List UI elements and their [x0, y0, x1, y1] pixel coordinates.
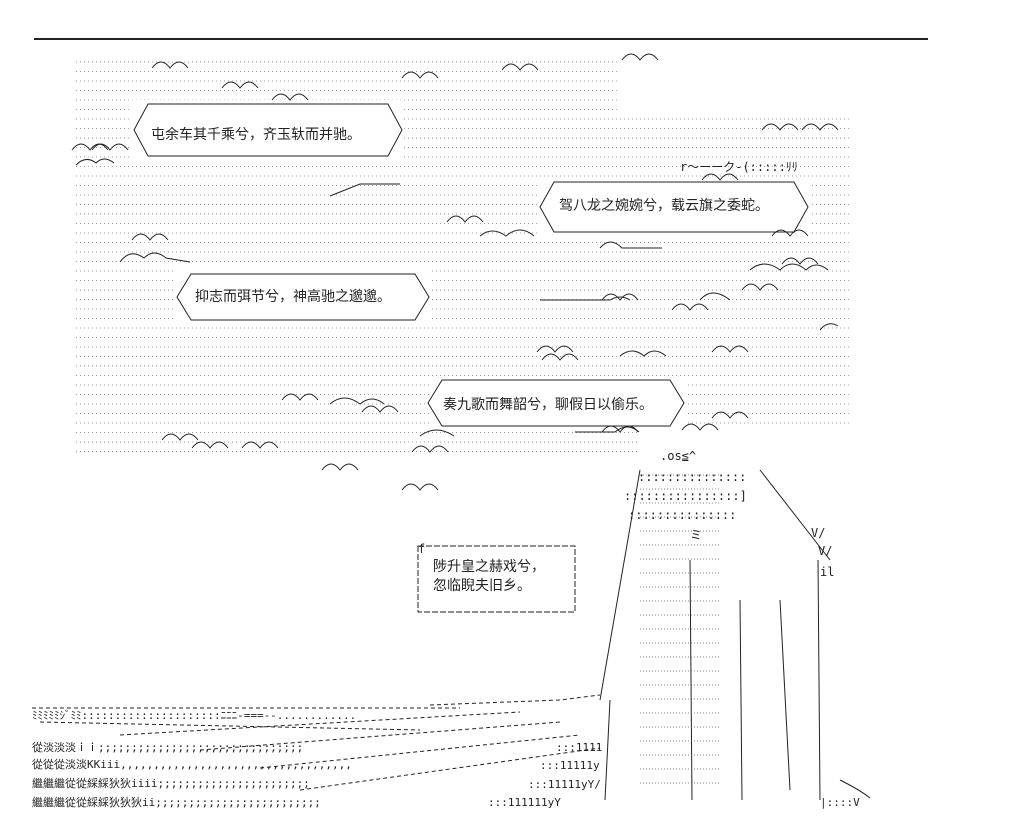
ground-row-4: 繼繼繼從從綵綵狄狄iiii;;;;;;;;;;;;;;;;;;;;;;;	[32, 777, 310, 790]
sky-fragment-3: f	[418, 542, 426, 556]
cloud-scallop	[761, 123, 799, 131]
top-rule	[34, 38, 928, 40]
speech-bubble	[417, 545, 576, 613]
cloud-scallop	[711, 411, 749, 419]
ground-stroke	[299, 747, 601, 791]
cloud-scallop	[801, 123, 839, 131]
caption-line-2: 驾八龙之婉婉兮，载云旗之委蛇。	[559, 198, 769, 214]
ground-row-8: :::11111yY/	[528, 778, 601, 791]
figure-robe-line	[599, 469, 641, 701]
caption-line-4: 奏九歌而舞韶兮，聊假日以偷乐。	[443, 397, 653, 413]
figure-glyph-5: V/	[811, 526, 826, 540]
ground-tail: |::::V	[820, 796, 860, 809]
cloud-scallop	[91, 143, 129, 151]
cloud-outline	[75, 158, 115, 166]
cloud-scallop	[411, 445, 449, 453]
cloud-scallop	[131, 233, 169, 241]
caption-line-1: 屯余车其千乘兮，齐玉轪而并驰。	[151, 127, 361, 143]
cloud-scallop	[161, 433, 199, 441]
figure-glyph-4: :::::::::::::::	[628, 508, 737, 522]
figure-robe-line	[779, 599, 791, 791]
cloud-scallop	[711, 345, 749, 353]
cloud-scallop	[151, 61, 189, 69]
cloud-scallop	[401, 71, 439, 79]
cloud-scallop	[446, 215, 484, 223]
figure-glyph-6: V/	[818, 544, 833, 558]
cloud-scallop	[361, 405, 399, 413]
ground-row-6: :::1111	[556, 741, 603, 754]
speech-bubble	[427, 379, 685, 427]
ground-row-9: :::111111yY	[488, 796, 561, 809]
ground-stroke	[39, 721, 421, 731]
cloud-outline	[540, 296, 631, 301]
cloud-scallop	[191, 441, 229, 449]
figure-robe-line	[689, 559, 693, 801]
cloud-scallop	[771, 229, 809, 237]
robe-tail	[839, 779, 871, 799]
cloud-scallop	[741, 283, 779, 291]
cloud-outline	[329, 183, 400, 197]
cloud-scallop	[501, 63, 539, 71]
ground-stroke	[119, 711, 521, 736]
sky-fragment-2: .os≦^	[660, 449, 697, 463]
figure-robe-line	[739, 599, 743, 801]
cloud-outline	[329, 397, 385, 405]
figure-robe-line	[759, 469, 831, 561]
cloud-scallop	[281, 393, 319, 401]
cloud-scallop	[621, 53, 659, 61]
ground-row-2: 從淡淡淡ｉｉ;;;;;;;;;;;;;;;;;;;;;;;;;;;;;;;	[32, 741, 304, 754]
caption-line-5b: 忽临睨夫旧乡。	[433, 578, 531, 594]
figure-glyph-3: ミ	[690, 528, 703, 542]
cloud-scallop	[601, 293, 639, 301]
cloud-scallop	[536, 345, 574, 353]
figure-robe-line	[604, 699, 611, 801]
cloud-outline	[575, 426, 640, 433]
ground-stroke	[429, 694, 601, 706]
ground-row-3: 從從從淡淡KKiii,,,,,,,,,,,,,,,,,,,,,,,,,,,,,,…	[32, 758, 352, 771]
cloud-scallop	[321, 463, 359, 471]
cloud-scallop	[671, 303, 709, 311]
figure-glyph-1: :::::::::::::::	[638, 470, 747, 484]
cloud-outline	[119, 252, 191, 263]
figure-glyph-2: ::::::::::::::::]	[624, 489, 747, 503]
ground-row-5: 繼繼繼從從綵綵狄狄狄ii;;;;;;;;;;;;;;;;;;;;;;;;;	[32, 796, 321, 809]
caption-line-3: 抑志而弭节兮，神高驰之邈邈。	[195, 289, 391, 305]
cloud-scallop	[241, 441, 279, 449]
cloud-scallop	[781, 257, 819, 265]
ground-row-7: :::11111y	[540, 759, 600, 772]
cloud-outline	[699, 292, 731, 301]
cloud-outline	[749, 263, 829, 271]
blank-area	[620, 460, 920, 710]
sky-fragment-1: r～ーーク-(:::::ﾘﾘ	[680, 160, 798, 174]
ground-row-1: ﾐﾐﾐﾐﾐｼﾞﾐﾐ:::::::::::::::::::::ﾆﾆﾆ-===--.…	[32, 709, 357, 722]
cloud-outline	[419, 429, 455, 437]
figure-robe-line	[817, 559, 821, 801]
cloud-outline	[819, 323, 839, 331]
cloud-outline	[619, 350, 667, 357]
cloud-outline	[599, 241, 662, 249]
cloud-scallop	[401, 483, 439, 491]
caption-line-5a: 陟升皇之赫戏兮，	[433, 559, 545, 575]
cloud-scallop	[681, 423, 719, 431]
speech-bubble	[133, 103, 403, 157]
cloud-scallop	[221, 81, 259, 89]
ground-stroke	[259, 734, 581, 769]
cloud-scallop	[541, 353, 579, 361]
cloud-scallop	[601, 425, 639, 433]
cloud-scallop	[271, 93, 309, 101]
speech-bubble	[176, 273, 430, 321]
cloud-scallop	[71, 143, 109, 151]
cloud-outline	[479, 229, 535, 237]
figure-glyph-7: il	[820, 565, 835, 579]
cloud-scallop	[701, 173, 739, 181]
